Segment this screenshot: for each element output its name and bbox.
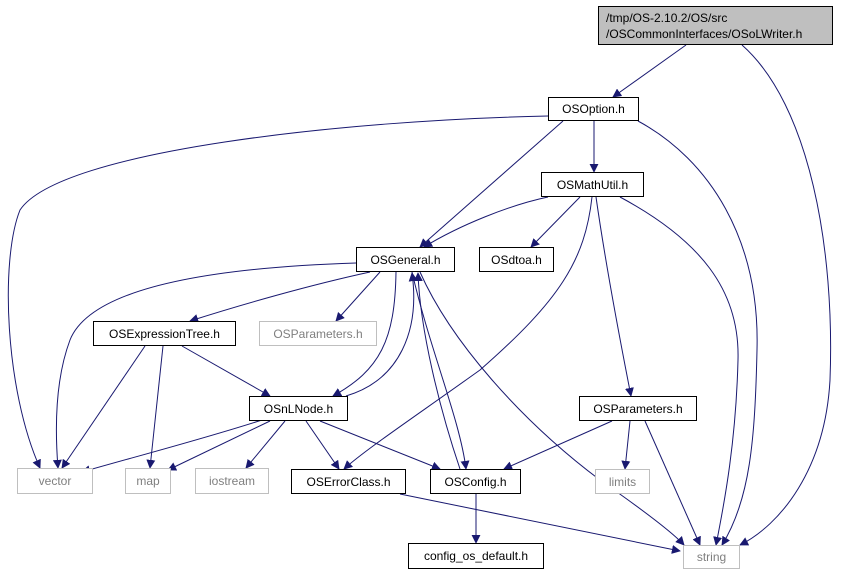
edge-osgeneral-to-string	[419, 271, 685, 546]
root-node-path-line1: /tmp/OS-2.10.2/OS/src	[606, 10, 728, 25]
edge-osmathutil-to-osgeneral	[423, 196, 549, 248]
node-osnlnode[interactable]: OSnLNode.h	[249, 396, 348, 421]
edge-osmathutil-to-oserrorclass	[343, 196, 593, 470]
edge-osoption-to-string	[637, 120, 758, 546]
node-map[interactable]: map	[125, 468, 171, 494]
edge-osgeneral-to-osparameters-ext	[335, 271, 381, 322]
node-limits[interactable]: limits	[595, 469, 650, 494]
edge-osparameters-to-osconfig	[503, 420, 613, 470]
node-string[interactable]: string	[683, 545, 740, 569]
edge-osnlnode-to-osgeneral	[345, 272, 418, 397]
edge-osparameters-to-limits	[621, 420, 631, 470]
edge-osmathutil-to-osparameters	[595, 196, 634, 397]
edge-osoption-to-vector	[7, 115, 549, 469]
node-osparameters-external[interactable]: OSParameters.h	[259, 321, 377, 346]
edge-osnlnode-to-vector	[81, 419, 263, 475]
edge-osparameters-to-string	[644, 420, 701, 546]
edge-osmathutil-to-string	[619, 196, 739, 546]
edge-osgeneral-to-osconfig	[411, 271, 470, 470]
edge-osnlnode-to-map	[167, 420, 271, 471]
edge-osgeneral-to-osexpressiontree	[189, 271, 371, 323]
edge-osexpressiontree-to-map	[146, 345, 164, 469]
root-node-path-line2: /OSCommonInterfaces/OSoLWriter.h	[606, 26, 803, 41]
edge-osgeneral-to-osnlnode	[332, 271, 397, 397]
node-osexpressiontree[interactable]: OSExpressionTree.h	[93, 321, 236, 346]
node-oserrorclass[interactable]: OSErrorClass.h	[291, 469, 406, 494]
root-node-osolwriter[interactable]: /tmp/OS-2.10.2/OS/src /OSCommonInterface…	[598, 6, 833, 45]
edge-osnlnode-to-oserrorclass	[305, 420, 340, 470]
node-osdtoa[interactable]: OSdtoa.h	[479, 247, 554, 272]
edge-root-to-osoption	[612, 44, 687, 98]
edge-osmathutil-to-osdtoa	[530, 196, 581, 248]
node-config-os-default[interactable]: config_os_default.h	[408, 543, 544, 569]
edge-osgeneral-to-vector	[52, 262, 357, 469]
node-osgeneral[interactable]: OSGeneral.h	[356, 247, 455, 272]
node-osoption[interactable]: OSOption.h	[548, 97, 639, 121]
edge-osexpressiontree-to-osnlnode	[181, 345, 271, 397]
node-iostream[interactable]: iostream	[195, 468, 269, 494]
node-vector[interactable]: vector	[17, 468, 93, 494]
edge-oserrorclass-to-string	[399, 493, 681, 554]
node-osmathutil[interactable]: OSMathUtil.h	[541, 172, 644, 197]
node-osconfig[interactable]: OSConfig.h	[430, 469, 521, 494]
edge-osnlnode-to-osconfig	[319, 420, 441, 471]
edge-root-to-string	[739, 44, 832, 546]
edge-osconfig-to-osgeneral	[413, 272, 461, 470]
edge-osnlnode-to-iostream	[245, 420, 286, 469]
edge-osoption-to-osgeneral	[419, 120, 564, 248]
edge-osexpressiontree-to-vector	[61, 345, 146, 469]
node-osparameters[interactable]: OSParameters.h	[579, 396, 697, 421]
